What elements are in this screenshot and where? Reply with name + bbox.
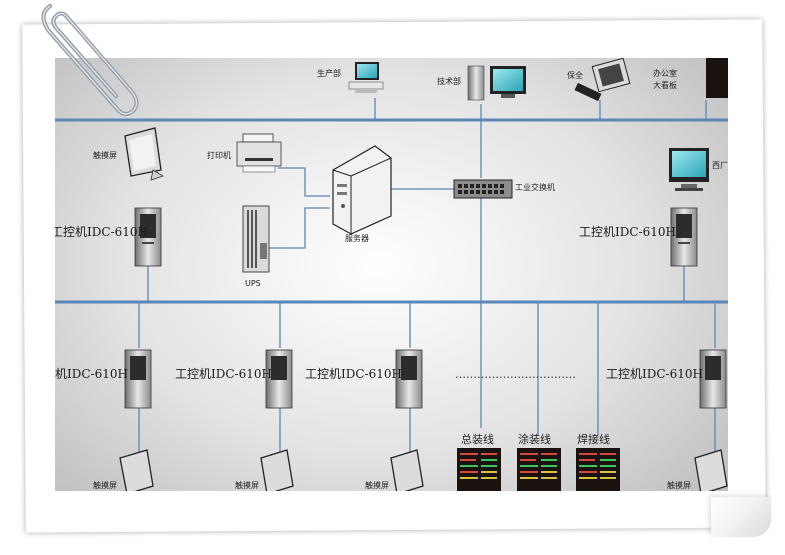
right-monitor <box>669 148 709 191</box>
production-pc <box>348 62 384 93</box>
ipc-bottom-1 <box>124 349 152 409</box>
label-bottom-display-1: 触摸屏 <box>93 481 117 490</box>
ipc-left <box>134 207 162 267</box>
label-switch: 工业交换机 <box>515 183 555 192</box>
network-diagram: 生产部 技术部 保全 办公室 大看板 触摸屏 打印机 服务器 工业交换机 UPS… <box>55 58 728 491</box>
label-security: 保全 <box>567 71 583 80</box>
label-ipc-right: 工控机IDC-610H <box>579 225 676 239</box>
bottom-monitor-4 <box>694 449 728 491</box>
page-curl <box>711 497 771 537</box>
label-bottom-display-4: 触摸屏 <box>667 481 691 490</box>
board-welding <box>576 448 620 491</box>
label-ipc-bottom-1: 机IDC-610H <box>55 367 128 381</box>
label-server: 服务器 <box>345 234 369 243</box>
label-display-right: 西厂 <box>712 161 728 170</box>
label-ups: UPS <box>245 279 261 288</box>
label-line-painting: 涂装线 <box>518 433 551 446</box>
label-ipc-bottom-3: 工控机IDC-610H <box>305 367 402 381</box>
tech-pc <box>467 65 526 101</box>
label-ipc-left: 工控机IDC-610H <box>55 225 148 239</box>
label-line-welding: 焊接线 <box>577 433 610 446</box>
office-board <box>706 58 728 98</box>
industrial-switch <box>453 179 513 199</box>
diagram-canvas <box>55 58 728 491</box>
bottom-monitor-1 <box>119 449 154 491</box>
label-office-board: 大看板 <box>653 81 677 90</box>
paperclip-icon <box>41 4 139 116</box>
label-bottom-display-3: 触摸屏 <box>365 481 389 490</box>
ups-unit <box>242 205 270 273</box>
server-tower <box>332 145 392 235</box>
label-production: 生产部 <box>317 69 341 78</box>
ipc-bottom-4 <box>699 349 727 409</box>
ellipsis-more-devices: …………………………… <box>455 368 576 381</box>
label-line-assembly: 总装线 <box>461 433 494 446</box>
label-display-left: 触摸屏 <box>93 151 117 160</box>
bottom-monitor-2 <box>260 449 294 491</box>
printer <box>236 133 282 173</box>
ipc-bottom-3 <box>395 349 423 409</box>
label-bottom-display-2: 触摸屏 <box>235 481 259 490</box>
board-painting <box>517 448 561 491</box>
label-printer: 打印机 <box>207 151 231 160</box>
security-pc <box>574 58 631 102</box>
bottom-monitor-3 <box>390 449 424 491</box>
label-ipc-bottom-4: 工控机IDC-610H <box>606 367 703 381</box>
label-ipc-bottom-2: 工控机IDC-610H <box>175 367 272 381</box>
left-monitor <box>124 127 164 181</box>
ipc-bottom-2 <box>265 349 293 409</box>
board-assembly <box>457 448 501 491</box>
ipc-right <box>670 207 698 267</box>
label-tech: 技术部 <box>437 77 461 86</box>
label-office: 办公室 <box>653 69 677 78</box>
